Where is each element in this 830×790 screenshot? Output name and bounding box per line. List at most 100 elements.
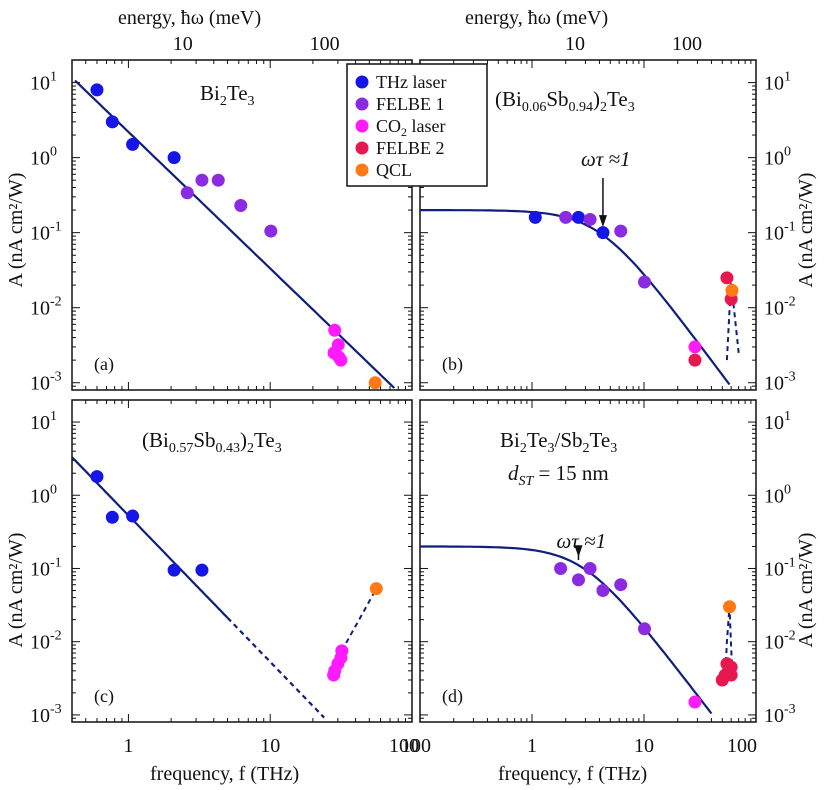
- legend-marker: [355, 119, 369, 133]
- data-point: [90, 83, 104, 97]
- panel-frame: [419, 59, 757, 391]
- data-point: [368, 376, 382, 390]
- data-point: [596, 226, 610, 240]
- y-tick-label: 10-2: [30, 295, 62, 320]
- panel-letter: (b): [442, 354, 463, 375]
- legend-label: CO2 laser: [376, 116, 446, 139]
- legend-marker: [355, 97, 369, 111]
- y-axis-label: A (nA cm²/W): [5, 533, 27, 648]
- y-tick-label: 10-1: [30, 555, 62, 580]
- y-tick-label: 100: [764, 482, 791, 507]
- panel-d-title: Bi2Te3/Sb2Te3: [500, 428, 617, 456]
- fit-line: [74, 79, 396, 389]
- guide-line-dashed: [340, 588, 378, 652]
- legend-marker: [355, 163, 369, 177]
- y-tick-label: 10-1: [764, 220, 796, 245]
- arrow-head: [574, 545, 583, 558]
- panel-b-title: (Bi0.06Sb0.94)2Te3: [495, 87, 635, 115]
- data-point: [126, 509, 140, 523]
- x-tick-label: 1: [527, 735, 537, 757]
- data-point: [234, 199, 248, 213]
- data-point: [724, 660, 738, 674]
- y-tick-label: 10-2: [764, 295, 796, 320]
- legend-label: FELBE 2: [376, 138, 445, 158]
- y-tick-label: 10-3: [30, 370, 62, 395]
- panel-frame: [71, 399, 413, 723]
- data-point: [264, 224, 278, 238]
- data-point: [369, 582, 383, 596]
- data-point: [725, 283, 739, 297]
- data-point: [571, 210, 585, 224]
- data-point: [637, 275, 651, 289]
- energy-tick-label: 100: [672, 33, 702, 55]
- panel-d-subtitle: dST = 15 nm: [508, 461, 609, 489]
- y-tick-label: 100: [764, 145, 791, 170]
- y-tick-label: 10-1: [764, 555, 796, 580]
- y-axis-label: A (nA cm²/W): [795, 173, 817, 288]
- frequency-axis-label: frequency, f (THz): [498, 763, 647, 785]
- panel-letter: (d): [442, 686, 463, 707]
- y-tick-label: 101: [764, 70, 791, 95]
- data-point: [688, 353, 702, 367]
- data-point: [559, 210, 573, 224]
- energy-tick-label: 100: [310, 33, 340, 55]
- y-tick-label: 10-2: [764, 629, 796, 654]
- energy-tick-label: 10: [173, 33, 193, 55]
- data-point: [583, 212, 597, 226]
- legend-label: FELBE 1: [376, 94, 445, 114]
- data-point: [723, 600, 737, 614]
- y-tick-label: 101: [30, 70, 57, 95]
- data-point: [90, 470, 104, 484]
- data-point: [571, 573, 585, 587]
- y-tick-label: 100: [30, 482, 57, 507]
- arrow-head: [598, 215, 607, 228]
- data-point: [528, 210, 542, 224]
- data-point: [328, 323, 342, 337]
- legend-box: [346, 63, 488, 187]
- panel-letter: (a): [94, 354, 114, 375]
- panel-frame: [419, 399, 757, 723]
- fit-line-dashed: [226, 617, 325, 719]
- y-axis-label: A (nA cm²/W): [5, 173, 27, 288]
- panel-letter: (c): [94, 686, 114, 707]
- y-tick-label: 10-3: [764, 702, 796, 727]
- data-point: [180, 186, 194, 200]
- panel-frame: [71, 59, 413, 391]
- x-tick-label: 10: [260, 735, 280, 757]
- x-tick-label: 100: [401, 735, 431, 757]
- data-point: [126, 137, 140, 151]
- y-axis-label: A (nA cm²/W): [795, 533, 817, 648]
- data-point: [554, 561, 568, 575]
- fit-line: [420, 209, 731, 386]
- energy-axis-label: energy, ħω (meV): [465, 7, 608, 29]
- data-point: [720, 271, 734, 285]
- data-point: [167, 563, 181, 577]
- energy-axis-label: energy, ħω (meV): [118, 7, 261, 29]
- data-point: [105, 115, 119, 129]
- y-tick-label: 10-3: [764, 370, 796, 395]
- legend-label: QCL: [376, 160, 412, 180]
- y-tick-label: 10-1: [30, 220, 62, 245]
- panel-a-title: Bi2Te3: [200, 81, 255, 109]
- panel-c-title: (Bi0.57Sb0.43)2Te3: [142, 428, 282, 456]
- data-point: [105, 510, 119, 524]
- x-tick-label: 100: [727, 735, 757, 757]
- legend-label: THz laser: [376, 72, 446, 92]
- frequency-axis-label: frequency, f (THz): [150, 763, 299, 785]
- x-tick-label: 100: [389, 735, 419, 757]
- y-tick-label: 101: [764, 409, 791, 434]
- legend-marker: [355, 75, 369, 89]
- data-point: [637, 622, 651, 636]
- data-point: [334, 353, 348, 367]
- data-point: [596, 584, 610, 598]
- data-point: [331, 338, 345, 352]
- data-point: [688, 695, 702, 709]
- fit-line: [72, 456, 229, 619]
- data-point: [335, 644, 349, 658]
- data-point: [195, 563, 209, 577]
- y-tick-label: 10-2: [30, 629, 62, 654]
- y-tick-label: 100: [30, 145, 57, 170]
- data-point: [614, 578, 628, 592]
